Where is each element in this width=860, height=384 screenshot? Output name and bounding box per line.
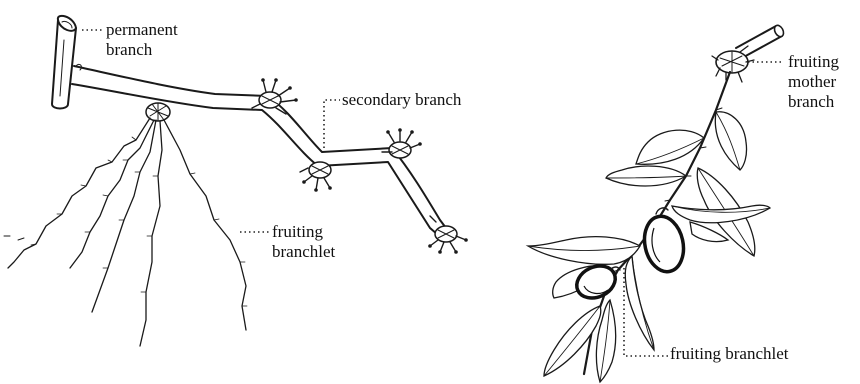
label-secondary-branch: secondary branch xyxy=(342,90,461,110)
label-permanent-branch: permanent branch xyxy=(106,20,178,60)
label-fruiting-mother-branch-line2: mother xyxy=(788,72,839,92)
node-cluster-3 xyxy=(300,162,332,192)
node-cluster-4 xyxy=(428,216,468,254)
label-fruiting-branchlet-left: fruiting branchlet xyxy=(272,222,335,262)
label-permanent-branch-line2: branch xyxy=(106,40,178,60)
left-branch-illustration xyxy=(4,16,468,346)
label-permanent-branch-line1: permanent xyxy=(106,20,178,40)
leader-lines xyxy=(82,30,784,356)
permanent-branch-stump xyxy=(52,16,81,109)
label-fruiting-branchlet-left-line1: fruiting xyxy=(272,222,335,242)
label-fruiting-mother-branch-line1: fruiting xyxy=(788,52,839,72)
leader-secondary-branch xyxy=(324,100,340,148)
fruiting-mother-branch-stub xyxy=(712,24,785,82)
label-fruiting-branchlet-right: fruiting branchlet xyxy=(670,344,789,364)
node-cluster-2 xyxy=(382,128,422,158)
fruiting-branchlets-drooping xyxy=(4,118,247,346)
label-fruiting-mother-branch-line3: branch xyxy=(788,92,839,112)
right-branch-illustration xyxy=(528,24,785,382)
label-fruiting-mother-branch: fruiting mother branch xyxy=(788,52,839,112)
label-fruiting-branchlet-left-line2: branchlet xyxy=(272,242,335,262)
